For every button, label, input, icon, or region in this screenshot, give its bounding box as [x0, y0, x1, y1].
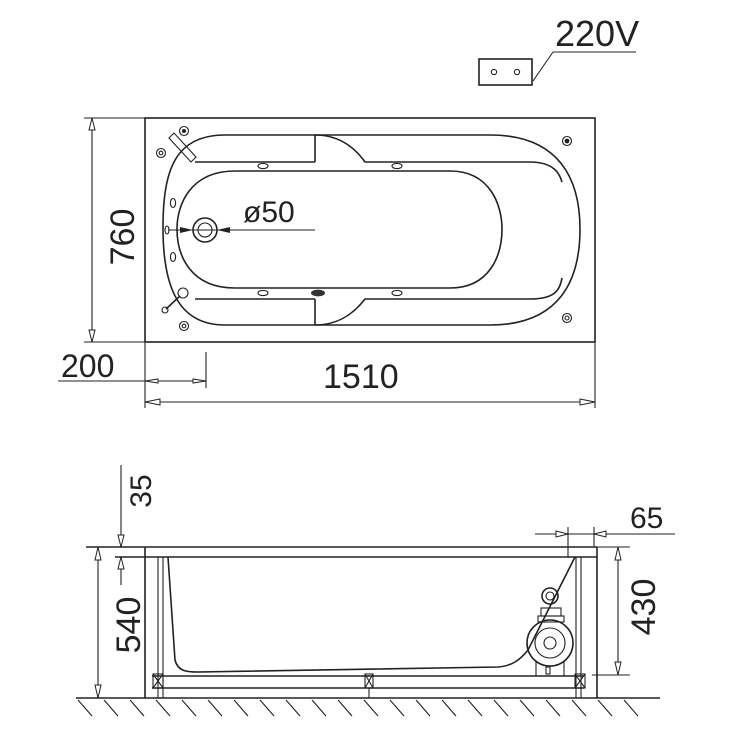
air-button-icon [561, 135, 573, 147]
faucet-icon [168, 132, 197, 163]
support-foot-icon [574, 673, 586, 689]
drain-lever-icon [161, 287, 189, 314]
power-socket-icon [478, 51, 636, 86]
jet-icon [257, 289, 269, 297]
jet-icon [169, 197, 177, 209]
end-offset-label: 65 [630, 502, 664, 535]
drain-diameter-label: ø50 [243, 196, 295, 229]
floor-hatch [77, 699, 639, 717]
jet-icon [257, 162, 269, 170]
inner-height-label: 430 [625, 578, 663, 636]
suction-grille-icon [311, 289, 325, 297]
rim-thickness-label: 35 [125, 474, 158, 508]
side-view [76, 465, 675, 717]
length-dimension-label: 1510 [323, 358, 399, 396]
width-dimension-label: 760 [104, 208, 142, 266]
jet-icon [391, 162, 403, 170]
support-foot-icon [364, 673, 374, 698]
pump-motor-icon [526, 587, 574, 676]
power-label: 220V [555, 13, 640, 54]
air-button-icon [178, 125, 190, 137]
offset-dimension-label: 200 [61, 348, 115, 384]
total-height-label: 540 [110, 596, 148, 654]
air-button-icon [561, 312, 573, 324]
support-foot-icon [152, 673, 164, 689]
air-button-icon [155, 147, 167, 159]
jet-icon [391, 289, 403, 297]
jet-icon [169, 251, 177, 263]
air-button-icon [178, 320, 190, 332]
top-view [58, 117, 596, 408]
